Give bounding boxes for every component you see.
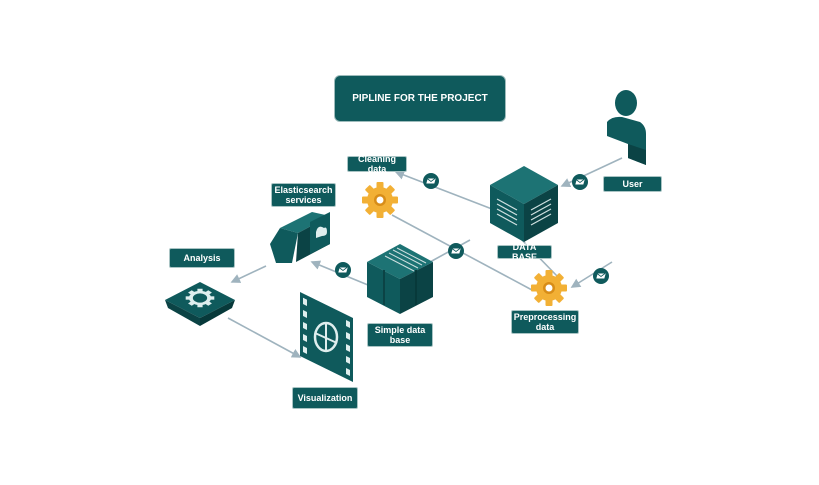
- arrow-user-to-database: [560, 157, 623, 187]
- node-label-cleaning-data: Cleaning data: [347, 154, 407, 174]
- arrow-elasticsearch-to-analysis: [230, 265, 267, 283]
- node-label-elasticsearch: Elasticsearch services: [271, 183, 336, 207]
- database-server-icon: [490, 166, 558, 242]
- page-title: PIPLINE FOR THE PROJECT: [334, 75, 506, 122]
- arrow-user-to-preprocessing: [570, 261, 613, 288]
- node-label-visualization: Visualization: [292, 387, 358, 409]
- node-label-simple-data-base: Simple data base: [367, 323, 433, 347]
- analysis-settings-icon: [165, 282, 235, 326]
- film-strip-icon: [300, 292, 353, 382]
- arrow-analysis-to-visualization: [227, 317, 302, 358]
- envelope-icon: [592, 267, 610, 285]
- envelope-icon: [334, 261, 352, 279]
- gear-icon: [362, 182, 398, 218]
- gear-icon: [531, 270, 567, 306]
- node-label-preprocessing-data: Preprocessing data: [511, 310, 579, 334]
- storage-server-icon: [367, 244, 433, 314]
- node-label-user: User: [603, 176, 662, 192]
- envelope-icon: [571, 173, 589, 191]
- user-icon: [607, 90, 646, 165]
- node-label-analysis: Analysis: [169, 248, 235, 268]
- arrow-database-to-cleaning: [394, 170, 493, 210]
- elasticsearch-device-icon: [270, 212, 330, 263]
- node-label-database: DATA BASE: [497, 242, 552, 262]
- envelope-icon: [422, 172, 440, 190]
- envelope-icon: [447, 242, 465, 260]
